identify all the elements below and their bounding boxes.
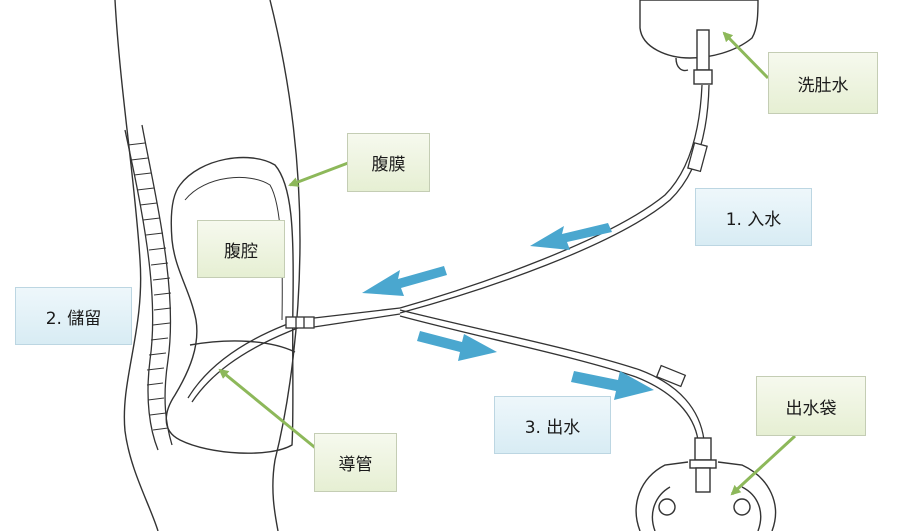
- catheter: [187, 307, 401, 403]
- inflow-arrow-2: [362, 266, 447, 296]
- label-catheter: 導管: [314, 433, 397, 492]
- label-peritoneum: 腹膜: [347, 133, 430, 192]
- inflow-tube: [399, 84, 710, 314]
- drain-bag: [635, 437, 777, 531]
- label-step2: 2. 儲留: [15, 287, 132, 345]
- pointer-arrows: [218, 31, 797, 496]
- label-step3: 3. 出水: [494, 396, 611, 454]
- inflow-arrow-1: [530, 223, 612, 250]
- dialysate-bag: [639, 0, 759, 85]
- body-outline: [114, 0, 301, 531]
- peritoneum-pointer: [288, 161, 349, 187]
- drain-bag-pointer: [730, 434, 797, 496]
- label-step1: 1. 入水: [695, 188, 812, 246]
- label-cavity: 腹腔: [197, 220, 285, 278]
- outflow-arrow-1: [417, 331, 497, 361]
- label-dialysate: 洗肚水: [768, 52, 878, 114]
- outflow-tube: [399, 309, 705, 441]
- catheter-pointer: [218, 368, 319, 452]
- peritoneal-cavity: [165, 156, 296, 454]
- outflow-arrow-2: [571, 371, 654, 400]
- label-drain-bag: 出水袋: [756, 376, 866, 436]
- flow-arrows: [362, 223, 654, 400]
- dialysate-pointer: [722, 31, 770, 80]
